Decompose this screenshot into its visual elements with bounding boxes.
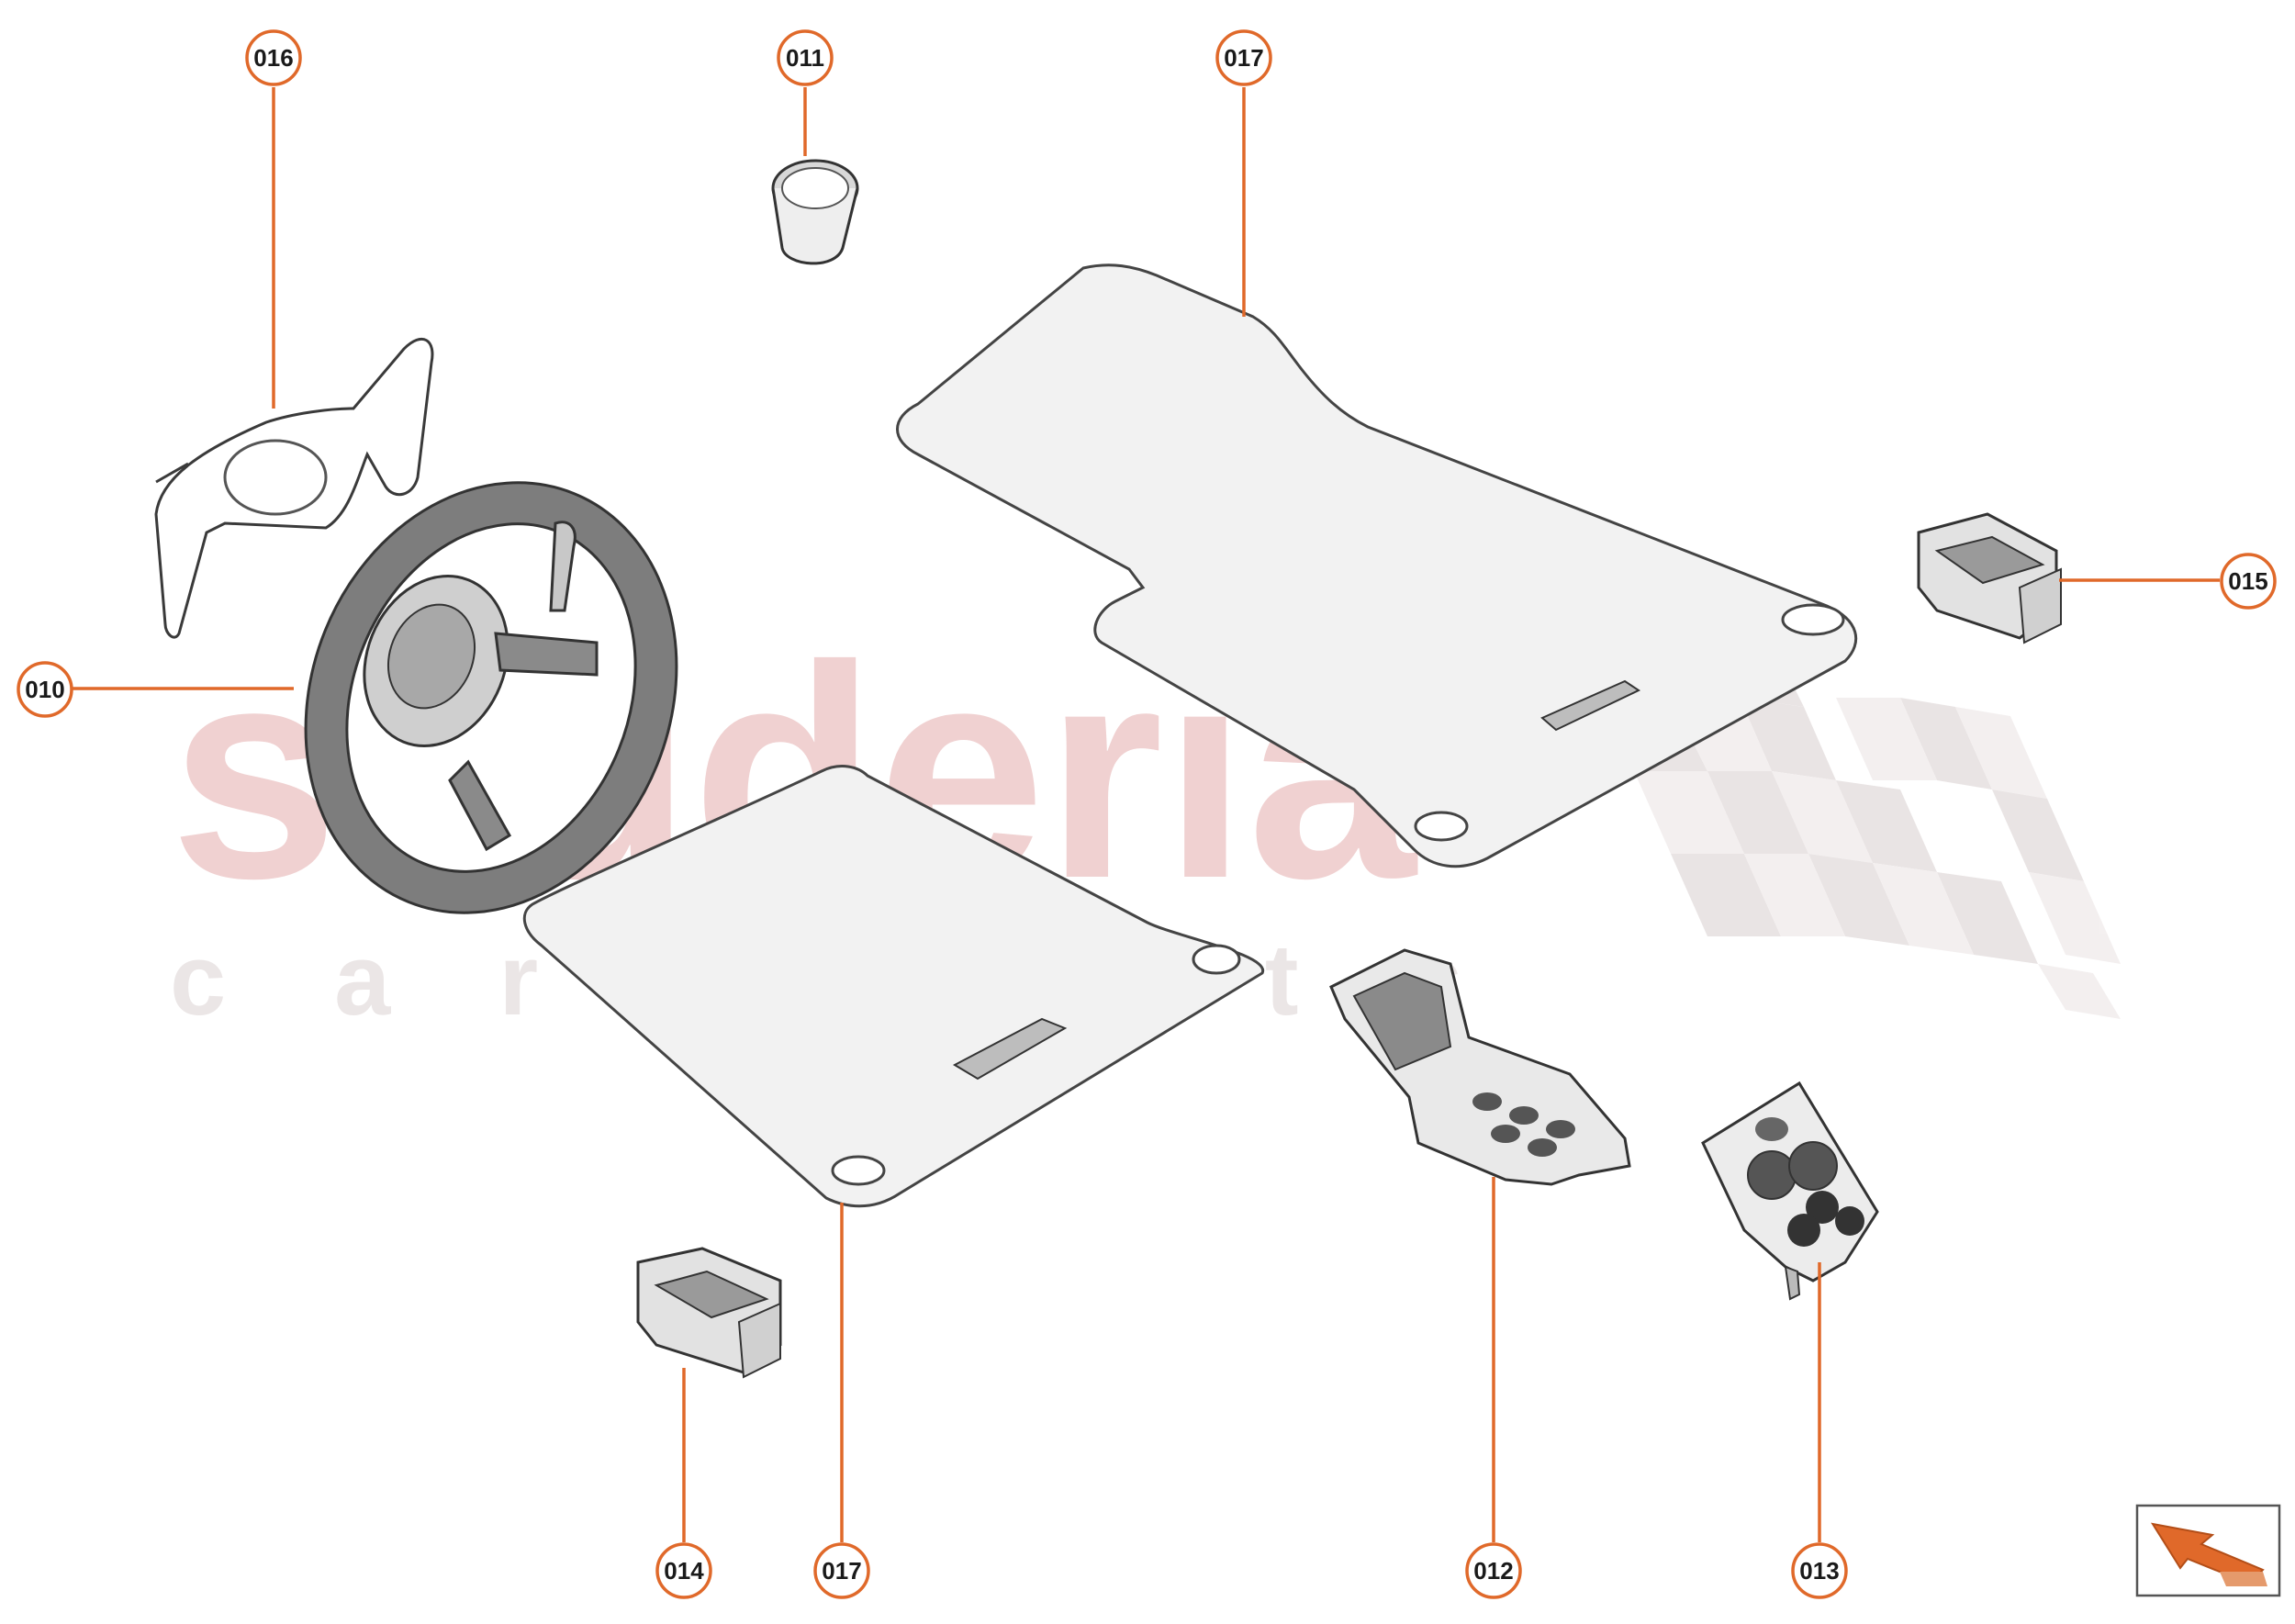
callout-016-label: 016 [253,44,293,72]
callout-017-bottom-label: 017 [822,1557,861,1585]
callout-011[interactable]: 011 [777,29,834,86]
callout-017-top-label: 017 [1224,44,1263,72]
part-010-steering-wheel [304,481,678,914]
callout-017-top[interactable]: 017 [1215,29,1272,86]
callout-015-label: 015 [2228,567,2267,595]
callout-014[interactable]: 014 [655,1542,712,1599]
callout-017-bottom[interactable]: 017 [813,1542,870,1599]
direction-arrow-icon[interactable] [2135,1504,2281,1597]
part-017-floor-mat-small [522,765,1264,1208]
callout-011-label: 011 [786,44,824,72]
callout-010-label: 010 [25,676,64,703]
callout-015[interactable]: 015 [2220,553,2277,610]
part-013-switch-panel [1701,1081,1879,1301]
watermark-checker-flag [1561,633,2121,1019]
part-012-center-console [1329,948,1631,1186]
callout-012-label: 012 [1473,1557,1513,1585]
part-014-switch [636,1247,782,1379]
leader-lines [69,87,2220,1542]
callout-013-label: 013 [1799,1557,1839,1585]
callout-013[interactable]: 013 [1791,1542,1848,1599]
part-016-shift-paddles [154,337,434,639]
part-017-floor-mat-large [896,263,1858,868]
part-011-ring [771,159,859,265]
callout-010[interactable]: 010 [17,661,73,718]
callout-012[interactable]: 012 [1465,1542,1522,1599]
part-015-switch [1917,512,2062,644]
callout-016[interactable]: 016 [245,29,302,86]
callout-014-label: 014 [664,1557,704,1585]
